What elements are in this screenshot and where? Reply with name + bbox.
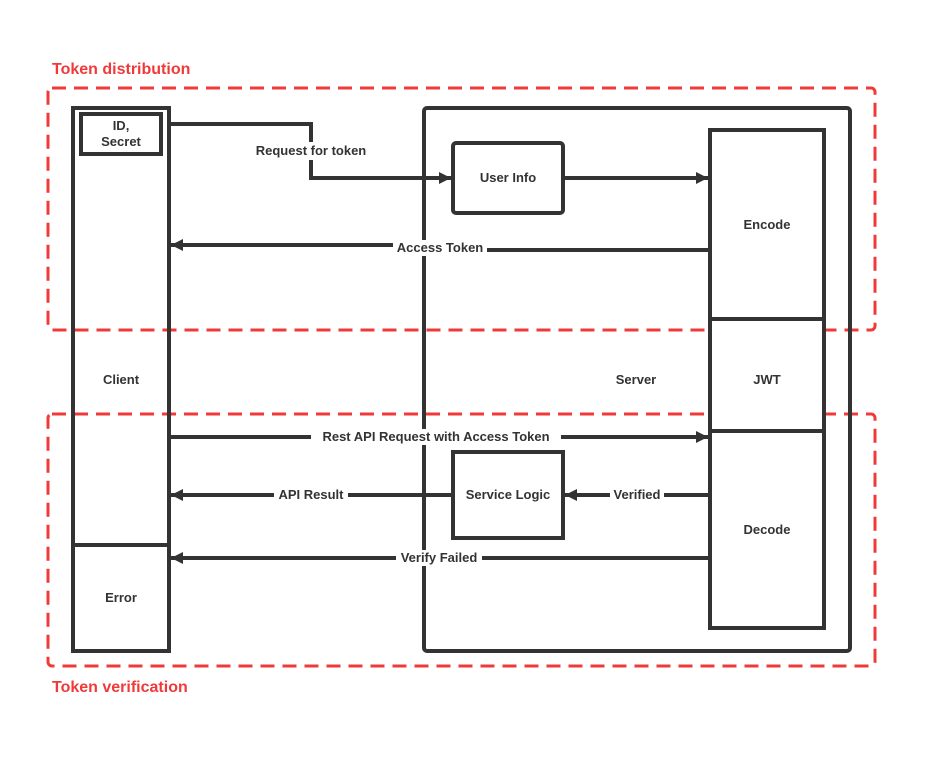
decode-label: Decode (744, 522, 791, 537)
service-logic-box (451, 450, 565, 540)
verify-failed-label-bg (396, 550, 482, 566)
api-result-label-bg (274, 487, 348, 503)
encode-label: Encode (744, 217, 791, 232)
client-box (71, 106, 171, 653)
jwt-box (708, 128, 826, 630)
token-distribution-zone (46, 86, 877, 332)
access-token-label-bg (393, 240, 487, 256)
credentials-label-line2: Secret (101, 134, 141, 149)
user-info-label: User Info (480, 170, 536, 185)
verified-label: Verified (614, 487, 661, 502)
server-label: Server (616, 372, 656, 387)
client-label: Client (103, 372, 140, 387)
jwt-label: JWT (753, 372, 781, 387)
request-token-label: Request for token (256, 143, 367, 158)
verify-failed-label: Verify Failed (401, 550, 478, 565)
token-distribution-label: Token distribution (52, 61, 190, 78)
verified-label-bg (610, 487, 664, 503)
token-verification-label: Token verification (52, 679, 188, 696)
credentials-box (79, 112, 163, 156)
access-token-label: Access Token (397, 240, 484, 255)
service-logic-label: Service Logic (466, 487, 551, 502)
token-verification-zone (46, 412, 877, 668)
credentials-label-line1: ID, (113, 118, 130, 133)
server-box (422, 106, 852, 653)
rest-request-label-bg (311, 429, 561, 445)
api-result-label: API Result (278, 487, 344, 502)
request-token-label-bg (248, 142, 374, 160)
error-label: Error (105, 590, 137, 605)
rest-request-label: Rest API Request with Access Token (322, 429, 549, 444)
